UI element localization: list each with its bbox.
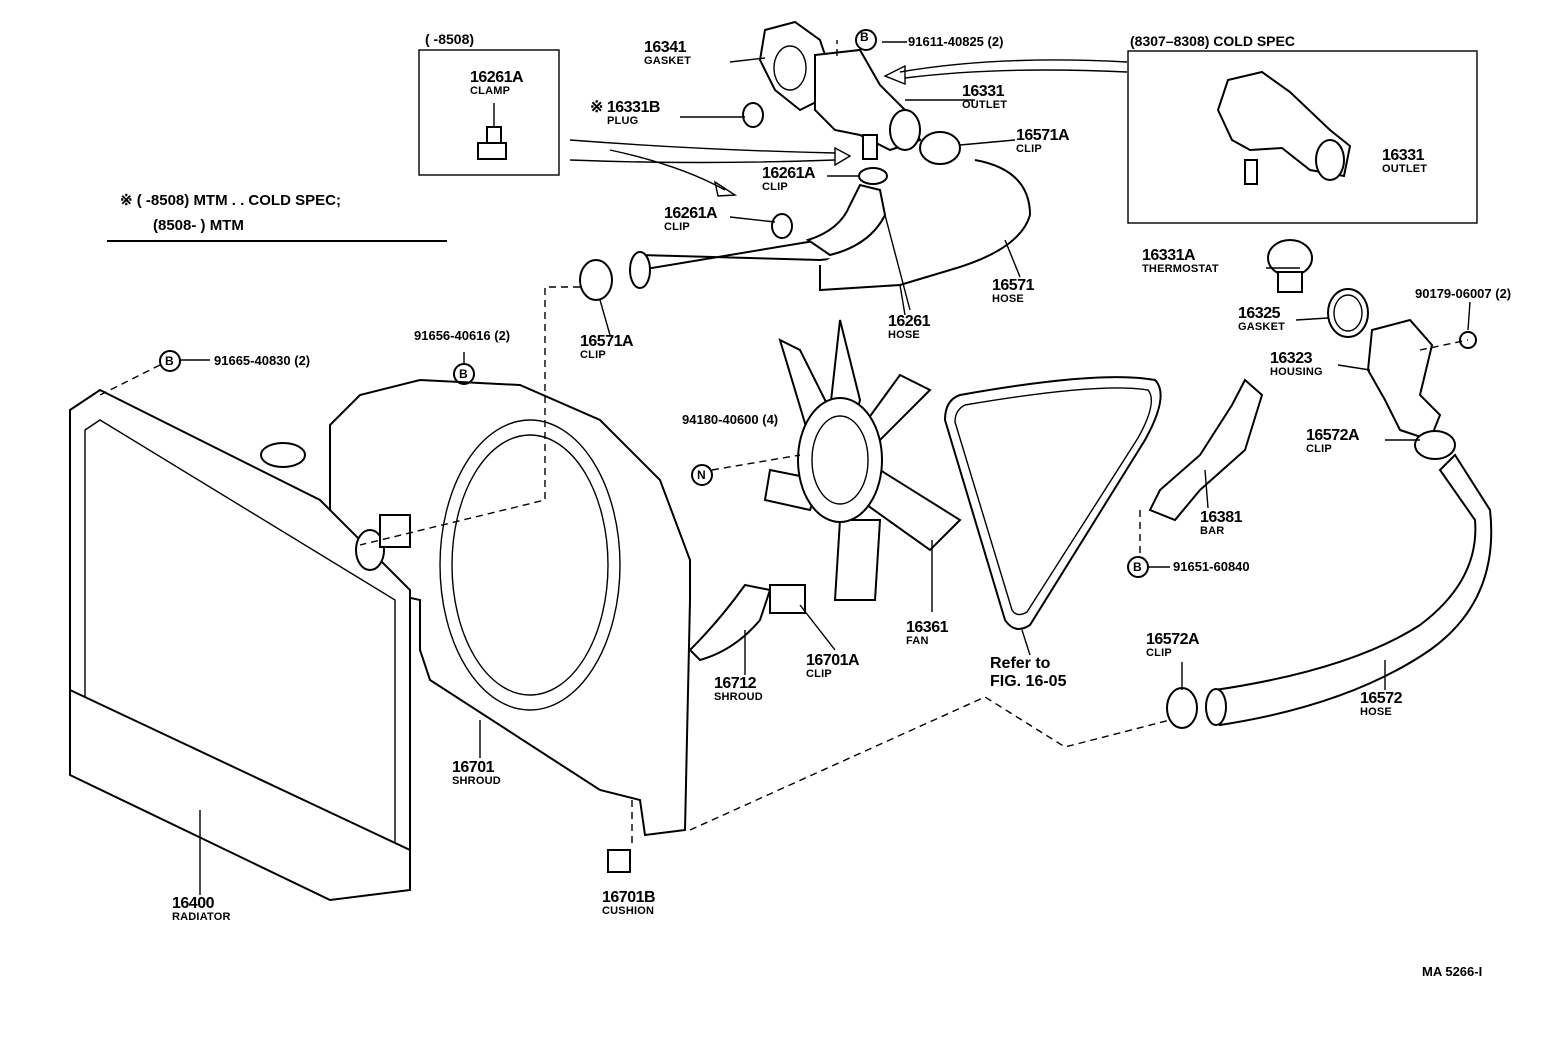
hose-16571 xyxy=(629,159,1032,292)
note-line-2: (8508- ) MTM xyxy=(153,217,244,234)
inset-box-left xyxy=(418,49,560,176)
clip-16571a-left xyxy=(579,259,613,301)
clip-16572a-lower xyxy=(1166,687,1198,729)
fastener-94180: 94180-40600 (4) xyxy=(682,412,779,427)
clip-16261a-top xyxy=(858,167,888,185)
radiator-16400 xyxy=(69,388,411,902)
arrow-from-cold-spec xyxy=(899,59,1128,73)
note-text-1: ( -8508) MTM . . COLD SPEC; xyxy=(136,192,341,209)
diagram-id: MA 5266-I xyxy=(1422,964,1483,979)
hose-16261 xyxy=(805,183,887,257)
outlet-16331 xyxy=(814,48,922,160)
fastener-marker-b3: B xyxy=(459,367,468,381)
fastener-91656: 91656-40616 (2) xyxy=(414,328,511,343)
hose-16572 xyxy=(1205,453,1493,727)
plug-16331b xyxy=(742,102,764,128)
shroud-16712 xyxy=(688,583,806,662)
fastener-91651: 91651-60840 xyxy=(1173,559,1250,574)
clip-16261a-mid xyxy=(771,213,793,239)
fastener-marker-b5: B xyxy=(1133,560,1142,574)
shroud-16701 xyxy=(329,378,691,837)
fastener-91665: 91665-40830 (2) xyxy=(214,353,311,368)
clamp-illustration xyxy=(477,103,507,160)
cushion-16701b xyxy=(607,849,631,873)
refer-note: Refer to FIG. 16-05 xyxy=(990,655,1067,690)
outlet-illustration-right xyxy=(1216,70,1352,185)
clip-16572a-right xyxy=(1414,430,1456,460)
fan-16361 xyxy=(763,319,962,601)
v-belt xyxy=(943,376,1162,630)
inset-box-right xyxy=(1127,50,1478,224)
clip-16571a-top xyxy=(919,131,961,165)
housing-16323 xyxy=(1366,318,1442,442)
fastener-marker-n: N xyxy=(697,468,706,482)
note-symbol: ※ xyxy=(120,192,133,209)
thermostat-16331a xyxy=(1267,239,1313,293)
fastener-marker-b2: B xyxy=(165,354,174,368)
fastener-90179: 90179-06007 (2) xyxy=(1415,286,1512,301)
bar-16381 xyxy=(1148,378,1264,522)
fastener-91611: 91611-40825 (2) xyxy=(908,34,1004,49)
arrow-to-clip xyxy=(569,139,836,154)
note-line-1: ※ ( -8508) MTM . . COLD SPEC; xyxy=(120,193,341,208)
fastener-marker-b1: B xyxy=(860,30,869,44)
inset-left-header: ( -8508) xyxy=(425,31,475,47)
inset-right-header: (8307–8308) COLD SPEC xyxy=(1130,33,1295,49)
